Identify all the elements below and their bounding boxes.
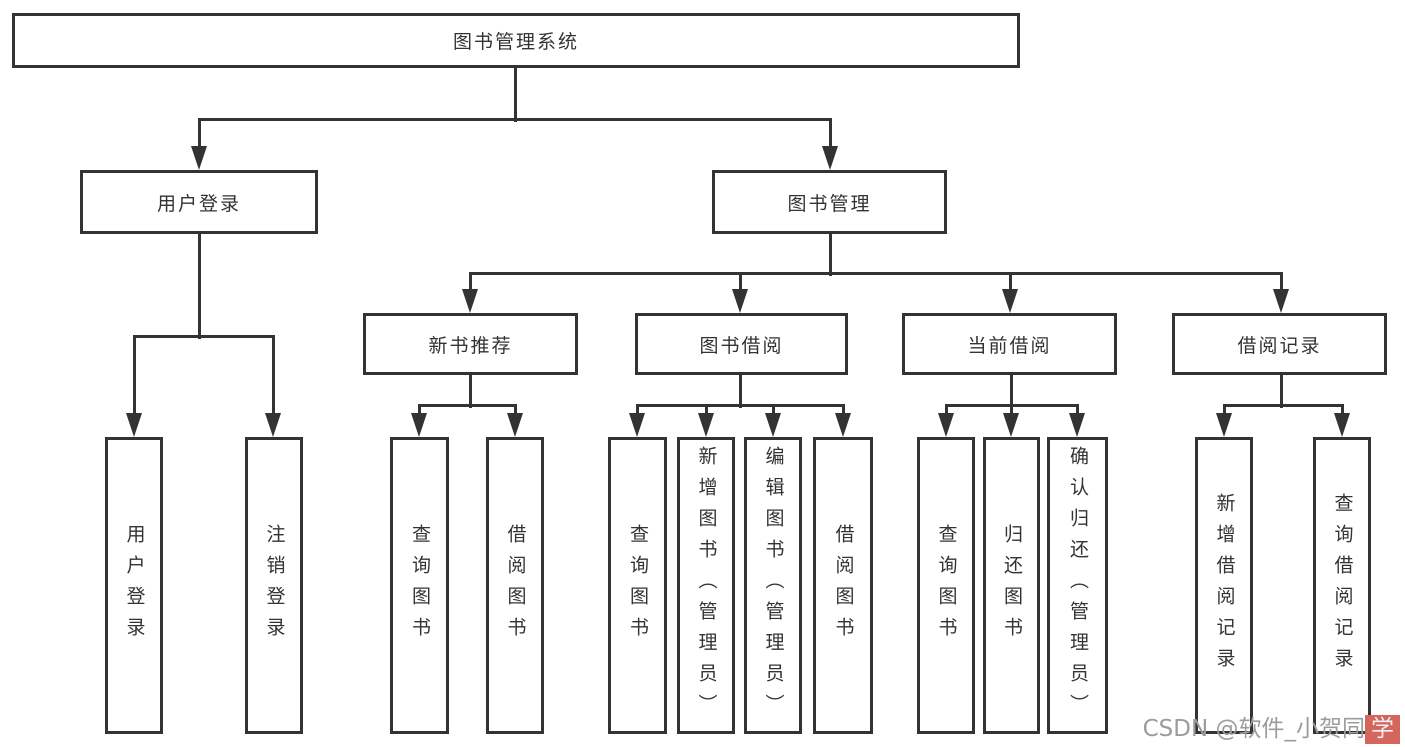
- node-book-borrowing: 图书借阅: [635, 313, 848, 375]
- connector-line: [417, 405, 421, 415]
- connector-line: [828, 234, 832, 276]
- arrowhead-down-icon: [507, 413, 523, 437]
- connector-line: [1222, 405, 1226, 415]
- node-label: 用户登录: [123, 523, 146, 648]
- node-label: 确认归还（管理员）: [1067, 446, 1089, 725]
- node-label: 归还图书: [1001, 523, 1023, 648]
- connector-line: [513, 405, 517, 415]
- arrowhead-down-icon: [1003, 413, 1019, 437]
- watermark-text: CSDN @软件_小贺同: [1142, 716, 1365, 742]
- connector-line: [945, 403, 1079, 407]
- arrowhead-down-icon: [732, 289, 748, 313]
- connector-line: [132, 336, 136, 415]
- connector-line: [1009, 405, 1013, 415]
- watermark-highlight: 学: [1365, 715, 1400, 744]
- arrowhead-down-icon: [835, 413, 851, 437]
- connector-line: [771, 405, 775, 415]
- node-user-login: 用户登录: [80, 170, 318, 234]
- node-label: 注销登录: [263, 523, 286, 648]
- connector-line: [469, 271, 1283, 275]
- connector-line: [271, 336, 275, 415]
- node-label: 查询图书: [935, 523, 958, 648]
- connector-line: [133, 334, 275, 338]
- arrowhead-down-icon: [411, 413, 427, 437]
- arrowhead-down-icon: [462, 289, 478, 313]
- arrowhead-down-icon: [1273, 289, 1289, 313]
- connector-line: [1009, 375, 1013, 408]
- leaf-query-borrow-record: 查询借阅记录: [1313, 437, 1371, 734]
- node-new-book-recommendation: 新书推荐: [363, 313, 578, 375]
- node-label: 查询借阅记录: [1331, 492, 1354, 679]
- leaf-query-books-current: 查询图书: [917, 437, 975, 734]
- connector-line: [197, 119, 201, 150]
- node-label: 新书推荐: [428, 334, 513, 357]
- arrowhead-down-icon: [1002, 289, 1018, 313]
- node-label: 查询图书: [409, 523, 431, 648]
- connector-line: [1223, 403, 1344, 407]
- connector-line: [468, 375, 472, 408]
- arrowhead-down-icon: [126, 413, 142, 437]
- leaf-edit-books-admin: 编辑图书（管理员）: [744, 437, 802, 734]
- arrowhead-down-icon: [698, 413, 714, 437]
- connector-line: [738, 273, 742, 292]
- leaf-query-books-recommend: 查询图书: [390, 437, 449, 734]
- connector-line: [418, 403, 517, 407]
- connector-line: [635, 405, 639, 415]
- arrowhead-down-icon: [629, 413, 645, 437]
- connector-line: [738, 375, 742, 408]
- leaf-logout: 注销登录: [245, 437, 303, 734]
- arrowhead-down-icon: [938, 413, 954, 437]
- node-book-management: 图书管理: [712, 170, 947, 234]
- node-label: 借阅图书: [832, 523, 855, 648]
- node-borrowing-records: 借阅记录: [1172, 313, 1387, 375]
- arrowhead-down-icon: [1216, 413, 1232, 437]
- leaf-query-books-borrowing: 查询图书: [608, 437, 667, 734]
- leaf-borrow-books-recommend: 借阅图书: [486, 437, 544, 734]
- node-label: 借阅记录: [1237, 334, 1322, 357]
- arrowhead-down-icon: [1069, 413, 1085, 437]
- connector-line: [944, 405, 948, 415]
- connector-line: [1279, 375, 1283, 408]
- node-label: 新增借阅记录: [1213, 492, 1236, 679]
- connector-line: [1008, 273, 1012, 292]
- leaf-borrow-books: 借阅图书: [813, 437, 873, 734]
- node-library-management-system: 图书管理系统: [12, 13, 1020, 68]
- arrowhead-down-icon: [822, 146, 838, 170]
- leaf-return-books: 归还图书: [983, 437, 1040, 734]
- node-label: 编辑图书（管理员）: [762, 446, 785, 725]
- arrowhead-down-icon: [265, 413, 281, 437]
- node-label: 查询图书: [627, 523, 649, 648]
- csdn-watermark: CSDN @软件_小贺同学: [1142, 709, 1400, 744]
- node-label: 图书借阅: [699, 334, 784, 357]
- node-label: 图书管理系统: [452, 31, 579, 53]
- arrowhead-down-icon: [765, 413, 781, 437]
- connector-line: [513, 68, 517, 122]
- connector-line: [704, 405, 708, 415]
- connector-line: [1075, 405, 1079, 415]
- connector-line: [636, 403, 845, 407]
- arrowhead-down-icon: [1334, 413, 1350, 437]
- connector-line: [1279, 273, 1283, 292]
- leaf-user-login: 用户登录: [105, 437, 163, 734]
- leaf-add-borrow-record: 新增借阅记录: [1195, 437, 1253, 734]
- node-label: 借阅图书: [504, 523, 527, 648]
- node-label: 图书管理: [787, 192, 872, 215]
- leaf-add-books-admin: 新增图书（管理员）: [677, 437, 735, 734]
- node-label: 当前借阅: [967, 334, 1052, 357]
- leaf-confirm-return-admin: 确认归还（管理员）: [1047, 437, 1108, 734]
- node-label: 用户登录: [156, 192, 241, 215]
- node-current-borrowing: 当前借阅: [902, 313, 1117, 375]
- connector-line: [828, 119, 832, 150]
- connector-line: [198, 117, 832, 121]
- connector-line: [197, 234, 201, 339]
- arrowhead-down-icon: [191, 146, 207, 170]
- connector-line: [841, 405, 845, 415]
- connector-line: [468, 273, 472, 292]
- connector-line: [1340, 405, 1344, 415]
- node-label: 新增图书（管理员）: [695, 446, 718, 725]
